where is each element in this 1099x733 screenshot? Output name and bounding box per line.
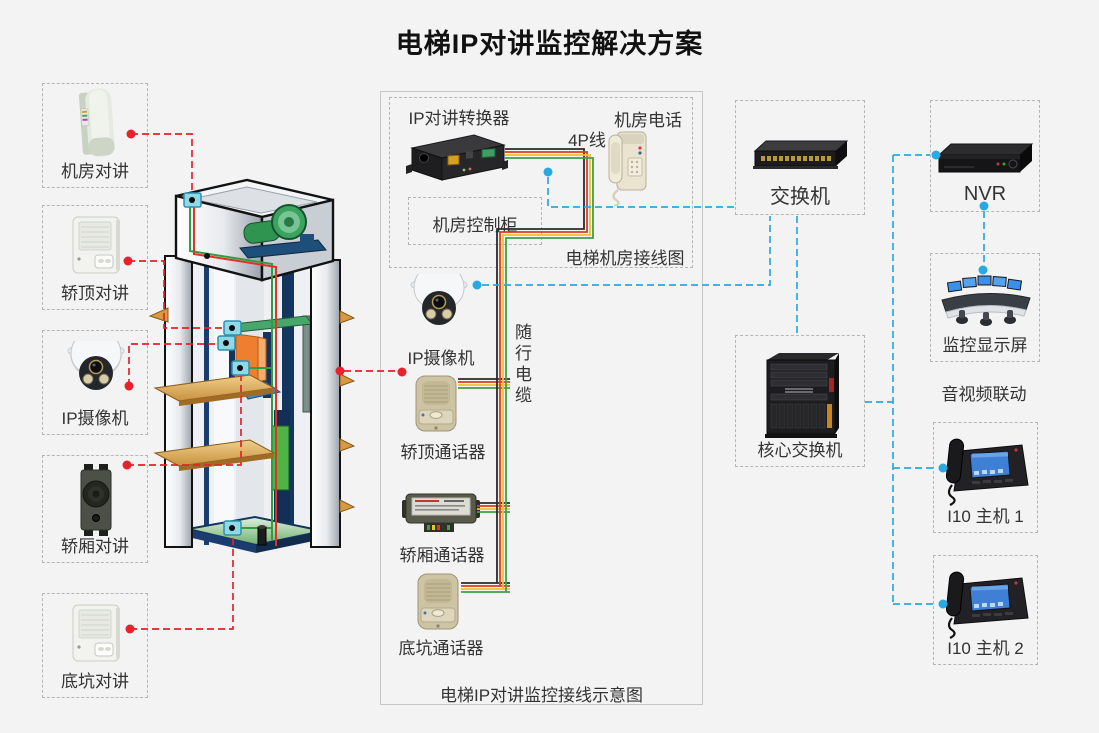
av-link-label: 音视频联动: [941, 385, 1027, 404]
cartop-talkbox-icon: [415, 375, 457, 432]
box-label: IP摄像机: [61, 409, 129, 428]
wall-intercom-pillar-icon: [78, 88, 115, 157]
node-camera: [217, 335, 236, 351]
schematic-camera-label: IP摄像机: [407, 349, 475, 368]
cartop-talkbox-label: 轿顶通话器: [400, 443, 486, 462]
white-speaker-box-icon: [72, 216, 120, 274]
elevator-illustration: [148, 178, 356, 553]
box-label: 轿顶对讲: [61, 284, 129, 303]
node-car: [231, 360, 250, 376]
car-talkbox-label: 轿厢通话器: [399, 546, 485, 565]
page-title: 电梯IP对讲监控解决方案: [395, 29, 704, 59]
4p-wire-label: 4P线: [568, 131, 606, 150]
white-speaker-box-icon: [72, 604, 120, 662]
box-ip-camera: IP摄像机: [42, 330, 148, 435]
traveling-cable-label: 随行电缆: [512, 323, 531, 407]
schematic-outer-box: [380, 91, 703, 705]
network-switch-icon: [753, 140, 849, 169]
shaft-connection-nodes: [183, 192, 250, 536]
box-label: 机房对讲: [61, 162, 129, 181]
box-label: 底坑对讲: [61, 672, 129, 691]
box-pit-intercom: 底坑对讲: [42, 593, 148, 698]
box-label: 监控显示屏: [942, 336, 1028, 355]
control-room-console-icon: [941, 275, 1031, 326]
red-connector-dots: [122, 129, 407, 634]
box-i10-host-2: I10 主机 2: [933, 555, 1038, 665]
machine-room-phone-icon: [608, 131, 647, 206]
converter-label: IP对讲转换器: [408, 109, 510, 128]
box-label: 轿厢对讲: [61, 537, 129, 556]
pit-talkbox-label: 底坑通话器: [398, 639, 484, 658]
node-machine-room: [183, 192, 202, 208]
schematic-caption: 电梯IP对讲监控接线示意图: [439, 686, 644, 705]
box-i10-host-1: I10 主机 1: [933, 422, 1038, 533]
nvr-icon: [937, 143, 1034, 173]
box-label: I10 主机 1: [947, 507, 1024, 526]
dome-camera-icon: [67, 341, 125, 390]
schematic-dome-camera-icon: [410, 274, 468, 325]
box-label: I10 主机 2: [947, 639, 1024, 658]
dark-intercom-icon: [80, 464, 112, 536]
box-label: 核心交换机: [757, 441, 843, 460]
car-talkbox-icon: [402, 493, 480, 532]
machine-room-wiring-caption: 电梯机房接线图: [565, 249, 685, 268]
box-car-intercom: 轿厢对讲: [42, 455, 148, 563]
box-label: 交换机: [770, 186, 830, 208]
ip-intercom-converter-icon: [406, 134, 508, 181]
node-pit: [223, 520, 242, 536]
box-monitor-wall: 监控显示屏: [930, 253, 1040, 362]
traction-motor: [239, 204, 327, 259]
red-connectors: [127, 133, 398, 630]
control-cabinet-label: 机房控制柜: [432, 216, 518, 235]
box-machine-room-intercom: 机房对讲: [42, 83, 148, 188]
box-cartop-intercom: 轿顶对讲: [42, 205, 148, 310]
box-core-switch: 核心交换机: [735, 335, 865, 467]
pit-talkbox-icon: [417, 573, 459, 630]
node-car-top: [223, 320, 242, 336]
i10-video-phone-icon: [945, 438, 1029, 506]
box-label: NVR: [963, 183, 1007, 205]
core-switch-icon: [765, 353, 839, 438]
box-switch: 交换机: [735, 100, 865, 215]
box-nvr: NVR: [930, 100, 1040, 212]
machine-room-phone-label: 机房电话: [614, 111, 682, 130]
i10-video-phone-icon: [945, 571, 1029, 639]
